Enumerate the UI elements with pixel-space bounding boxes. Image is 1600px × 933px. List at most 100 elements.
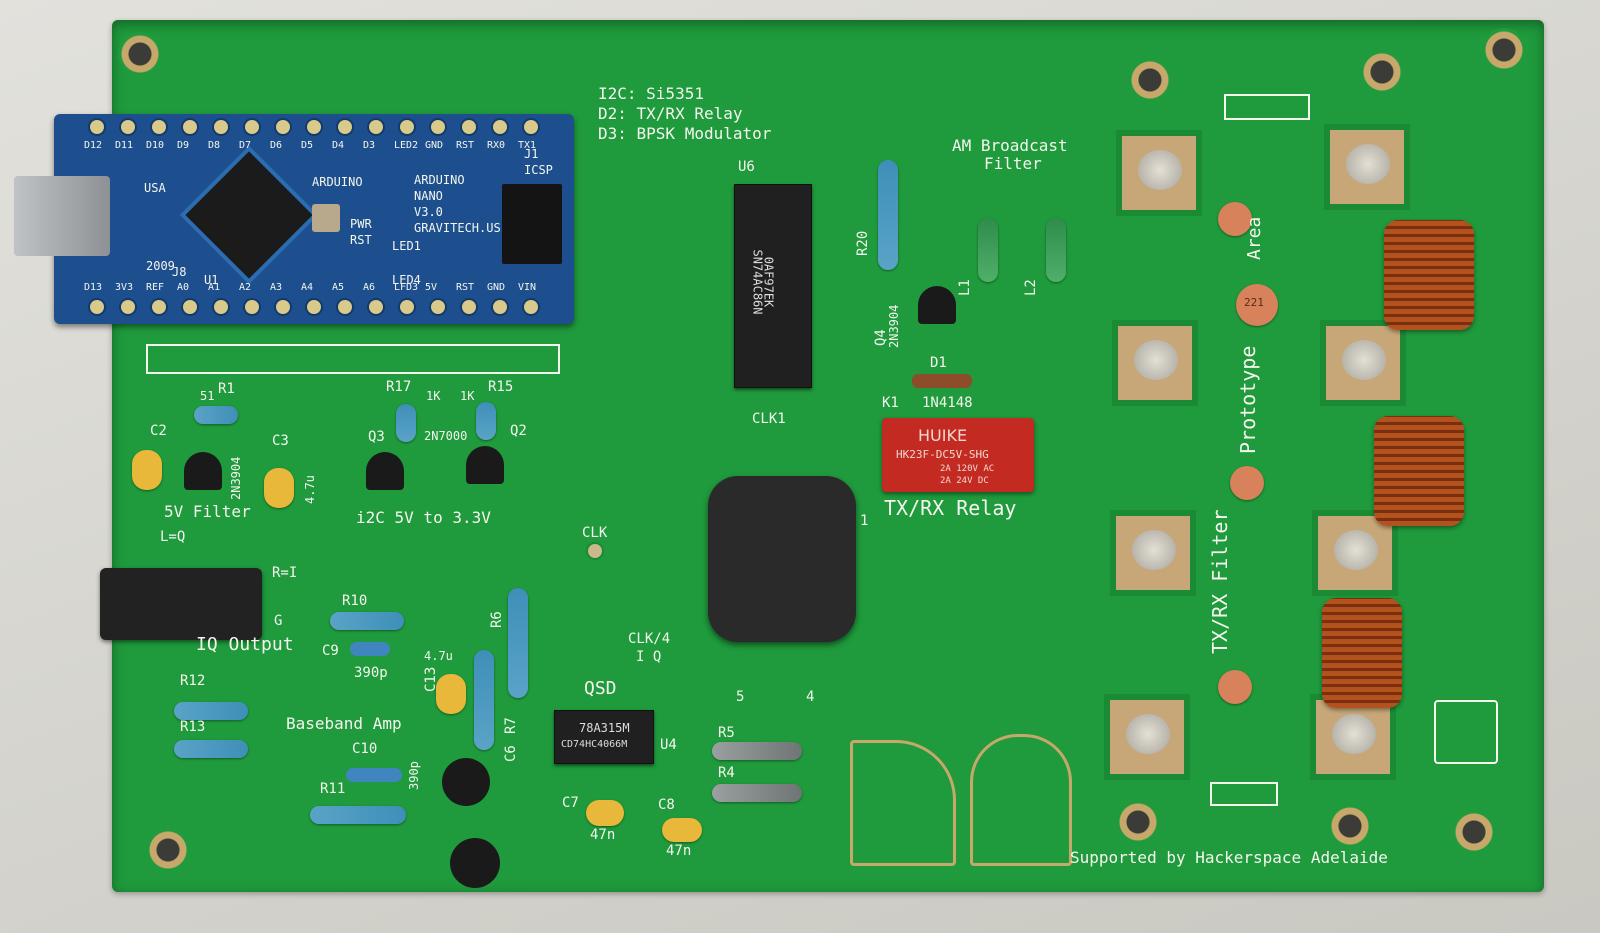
am-filter-label-1: AM Broadcast: [952, 136, 1068, 155]
led4-label: LED4: [392, 273, 421, 287]
arduino-pin: [493, 300, 507, 314]
c2-label: C2: [150, 423, 167, 439]
toroid-transformer: [708, 476, 856, 642]
sma-footprint: [1434, 700, 1498, 764]
rst-label: RST: [350, 233, 372, 247]
c13-value: 4.7u: [424, 649, 453, 663]
year-label: 2009: [146, 259, 175, 273]
usb-connector: [14, 176, 110, 256]
icsp-label: ICSP: [524, 163, 553, 177]
arduino-pin-label: 3V3: [115, 282, 134, 293]
mounting-hole: [1128, 58, 1172, 102]
mounting-hole: [146, 828, 190, 872]
mounting-hole: [1452, 810, 1496, 854]
arduino-pin-label: 5V: [425, 282, 438, 293]
filter-pad: [1324, 124, 1410, 210]
filter-pad: [1116, 130, 1202, 216]
led1-label: LED1: [392, 239, 421, 253]
arduino-pin: [276, 120, 290, 134]
arduino-pin: [152, 120, 166, 134]
arduino-pin-label: LFD3: [394, 282, 419, 293]
d1-diode: [912, 374, 972, 388]
atmega-chip: [185, 151, 313, 279]
arduino-pin-label: D4: [332, 140, 345, 151]
icsp-header: [502, 184, 562, 264]
l2-label: L2: [1023, 279, 1039, 296]
clk4-label: CLK/4: [628, 631, 671, 647]
arduino-pin-label: A4: [301, 282, 314, 293]
r5-label: R5: [718, 725, 735, 741]
j1-label: J1: [524, 147, 539, 161]
c9-label: C9: [322, 643, 339, 659]
filter-capacitor-221: 221: [1236, 284, 1278, 326]
arduino-pin: [369, 120, 383, 134]
q2-transistor: [466, 446, 504, 484]
q4-transistor: [918, 286, 956, 324]
u1-label: U1: [204, 273, 219, 287]
l2-inductor: [1046, 218, 1066, 282]
brand-line-2: NANO: [414, 189, 443, 203]
arduino-pin-label: D6: [270, 140, 283, 151]
filter-capacitor: [1230, 466, 1264, 500]
arduino-pin-label: D7: [239, 140, 252, 151]
arduino-pin: [462, 120, 476, 134]
mounting-hole: [1328, 804, 1372, 848]
arduino-pin: [183, 300, 197, 314]
hackerspace-logo-right: [970, 734, 1072, 866]
arduino-pin: [90, 300, 104, 314]
mounting-hole: [1360, 50, 1404, 94]
arduino-nano-module: USA 2009 J8 U1 ARDUINO ARDUINO NANO V3.0…: [14, 114, 574, 324]
arduino-pin-label: A5: [332, 282, 345, 293]
arduino-pin: [431, 120, 445, 134]
arduino-pin-label: REF: [146, 282, 165, 293]
reset-button: [312, 204, 340, 232]
arduino-pin-label: A3: [270, 282, 283, 293]
opamp-transistor-2: [450, 838, 500, 888]
arduino-pin-label: GND: [425, 140, 444, 151]
pin4-label: 4: [806, 689, 815, 705]
filter-pad: [1320, 320, 1406, 406]
arduino-pin-label: LED2: [394, 140, 419, 151]
brand-line-3: V3.0: [414, 205, 443, 219]
clk1-label: CLK1: [752, 411, 786, 427]
arduino-pin: [121, 120, 135, 134]
c10-label: C10: [352, 741, 378, 757]
arduino-pin-label: D8: [208, 140, 221, 151]
l1-inductor: [978, 218, 998, 282]
5v-filter-label: 5V Filter: [164, 502, 251, 521]
r15-label: R15: [488, 379, 514, 395]
filter-pad: [1112, 320, 1198, 406]
clk-label: CLK: [582, 525, 608, 541]
arduino-pin-label: D11: [115, 140, 134, 151]
header-3pin-bottom: [1210, 782, 1278, 806]
g-label: G: [274, 613, 283, 629]
arduino-pin-label: D10: [146, 140, 165, 151]
c8-value: 47n: [666, 843, 692, 859]
toroid-coil-1: [1384, 220, 1474, 330]
qsd-chip: 78A315M CD74HC4066M: [554, 710, 654, 764]
arduino-pin-label: TX1: [518, 140, 537, 151]
relay-pin1-label: 1: [860, 513, 869, 529]
d2-label: D2: TX/RX Relay: [598, 104, 743, 123]
arduino-pin-label: A2: [239, 282, 252, 293]
filter-pad: [1312, 510, 1398, 596]
r20-label: R20: [855, 230, 871, 256]
d1-label: D1: [930, 355, 947, 371]
r13-label: R13: [180, 719, 206, 735]
l1-label: L1: [957, 279, 973, 296]
arduino-pin: [245, 300, 259, 314]
header-3pin-top: [1224, 94, 1310, 120]
usa-label: USA: [144, 181, 166, 195]
q3-transistor: [366, 452, 404, 490]
pcb-board: USA 2009 J8 U1 ARDUINO ARDUINO NANO V3.0…: [14, 20, 1544, 892]
filter-pad: [1104, 694, 1190, 780]
l-q-label: L=Q: [160, 529, 186, 545]
r17-resistor: [396, 404, 416, 442]
audio-jack: [100, 568, 262, 640]
q3-label: Q3: [368, 429, 385, 445]
c7-capacitor: [586, 800, 624, 826]
arduino-pin: [152, 300, 166, 314]
arduino-pin-label: GND: [487, 282, 506, 293]
